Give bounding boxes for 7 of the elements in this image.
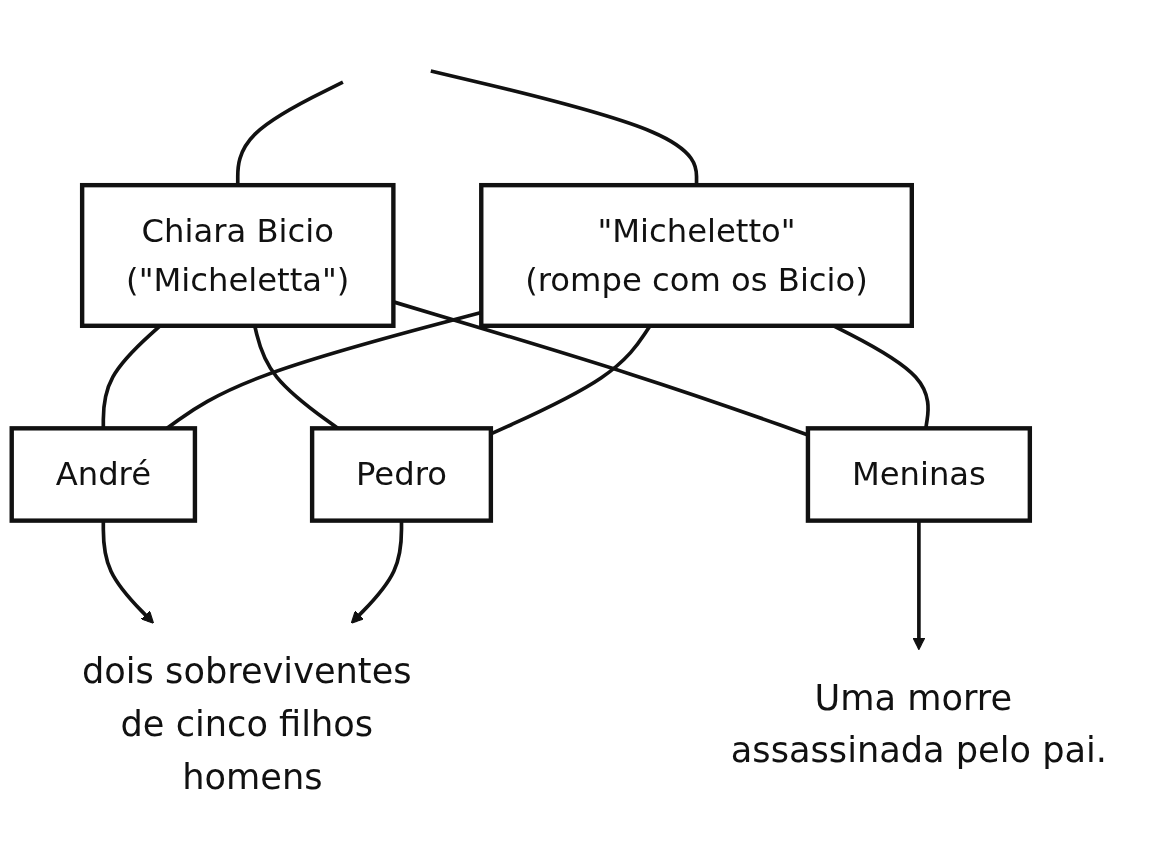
- node-box: Pedro: [309, 426, 494, 523]
- node-box: André: [9, 426, 198, 523]
- node-text: dois sobreviventes de cinco filhos homens: [82, 651, 412, 798]
- node-box: Chiara Bicio ("Micheletta"): [79, 182, 396, 328]
- node-box: Meninas: [805, 426, 1033, 523]
- node-text: Uma morre assassinada pelo pai.: [730, 677, 1107, 772]
- node-box: "Micheletto" (rompe com os Bicio): [479, 182, 914, 328]
